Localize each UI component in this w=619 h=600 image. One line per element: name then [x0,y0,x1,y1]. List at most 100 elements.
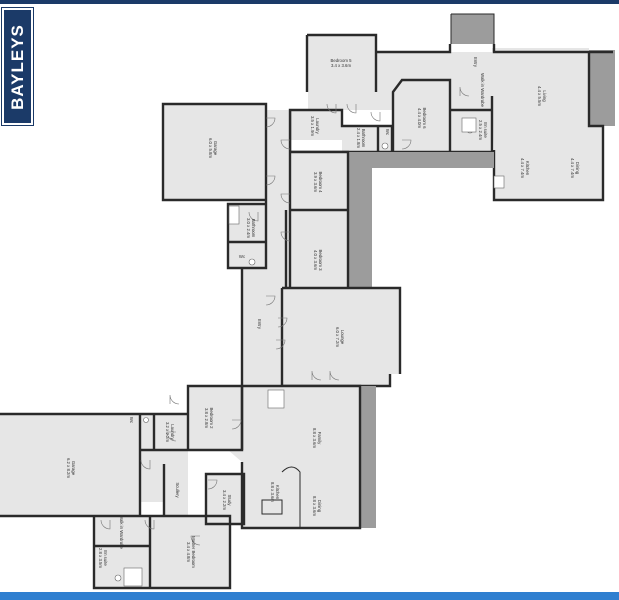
room-name: En suite [103,550,108,566]
room-dimensions: 8.8 x 3.6m [312,428,317,448]
door-swing [326,103,337,114]
bottom-accent-bar [0,592,619,600]
door-swing [280,231,291,242]
room-bathroom-upper [342,126,378,152]
room-bedroom-6 [393,80,450,152]
room-label: Kitchen4.4 x 7.4m [520,158,530,178]
room-dimensions: 3.4 x 4.8m [186,542,191,562]
room-label: Wc [239,254,246,259]
door-swing [370,111,381,122]
room-name: Kitchen [525,161,530,176]
top-accent-bar [0,0,619,4]
door-swing [277,317,288,328]
walls-upper-deck [450,13,495,44]
room-laundry-upper [290,110,342,140]
room-dimensions: 4.4 x 7.4m [570,158,575,178]
room-name: Dining [575,162,580,175]
room-label: Entry [473,57,478,68]
shower-fixture-lower [123,567,143,587]
room-name: Bedroom 6 [422,107,427,129]
bayleys-logo: BAYLEYS [2,8,33,125]
room-label: Family8.8 x 3.6m [312,428,322,448]
room-dimensions: 6.0 x 7.2m [335,327,340,347]
room-dimensions: 3.5 x 1.9m [310,116,315,136]
logo-text: BAYLEYS [7,23,27,110]
room-living-dining [492,48,603,200]
room-dimensions: 3.9 x 3.6m [313,172,318,192]
room-dimensions: 4.4 x 4.0m [417,108,422,128]
deck-top [451,14,494,44]
door-swing [190,535,201,546]
room-name: Wc [129,417,134,424]
room-label: Study3.4 x 2.2m [222,490,232,510]
door-swing [231,419,242,430]
room-wc-upper [378,126,392,152]
bath-fixture [228,205,240,225]
door-swing [248,211,259,222]
room-label: Bathroom2.4 x 1.8m [356,128,366,148]
room-wardrobe-upper [450,80,492,110]
room-passage-mid [266,110,290,210]
toilet-fixture-lower [114,574,122,582]
toilet-fixture-upper [381,142,389,150]
door-swing [265,175,276,186]
door-swing [459,86,470,97]
room-label: Dining4.4 x 7.4m [570,158,580,178]
room-name: Dining [317,500,322,513]
middle-wing [161,102,402,388]
room-label: Master Bedroom3.4 x 4.8m [186,536,196,568]
room-dimensions: 3.4 x 3.6m [331,63,351,68]
passage-upper [308,92,393,110]
door-swing [140,459,151,470]
room-label: Walk in Wardrobe [119,515,124,549]
room-dimensions: 3.4 x 2.2m [222,490,227,510]
toilet-fixture-mid [248,258,256,266]
door-swing [275,339,286,350]
room-dimensions: 4.4 x 5.5m [537,86,542,106]
room-name: Wc [385,129,390,136]
room-label: Bedroom 34.0 x 3.6m [313,249,323,271]
door-swing [265,295,276,306]
room-label: En suite2.5 x 2.4m [478,120,488,140]
door-swing [169,394,180,405]
room-bedroom-5 [307,35,376,92]
room-label: Wc [385,129,390,136]
door-swing [311,370,322,381]
room-name: Wc [239,254,246,259]
room-kitchen-lower [244,462,300,528]
room-label: Bathroom3.0 x 2.4m [246,218,256,238]
room-dimensions: 2.4 x 1.8m [356,128,361,148]
deck-family [360,386,376,528]
doors [100,86,470,546]
room-label: Kitchen8.8 x 3.6m [270,482,280,502]
room-scullery [164,464,188,516]
room-name: Laundry [315,118,320,134]
room-dimensions: 3.8 x 2.8m [204,408,209,428]
room-name: Bathroom [251,219,256,238]
room-label: Laundry3.2 x 2.2m [165,422,175,442]
door-swing [265,117,276,128]
deck-right [589,50,615,126]
room-dimensions: 4.0 x 3.6m [313,250,318,270]
room-name: Family [317,432,322,446]
room-hall-mid [242,210,286,386]
room-name: Bedroom 2 [209,407,214,429]
room-name: Bathroom [361,129,366,148]
upper-wing [288,13,615,202]
room-bedroom-2 [188,386,242,450]
room-name: Garage [213,141,218,156]
room-label: Scullery [175,482,180,498]
room-name: Bedroom 4 [318,171,323,193]
room-label: Bedroom 43.9 x 3.6m [313,171,323,193]
room-label: Bedroom 64.4 x 4.0m [417,107,427,129]
room-label: Living4.4 x 5.5m [537,86,547,106]
room-dimensions: 8.8 x 3.6m [312,496,317,516]
door-swing [329,370,340,381]
room-dimensions: 2.5 x 2.4m [478,120,483,140]
room-name: En suite [483,122,488,138]
room-label: Wc [129,417,134,424]
room-garage-upper [163,104,266,200]
